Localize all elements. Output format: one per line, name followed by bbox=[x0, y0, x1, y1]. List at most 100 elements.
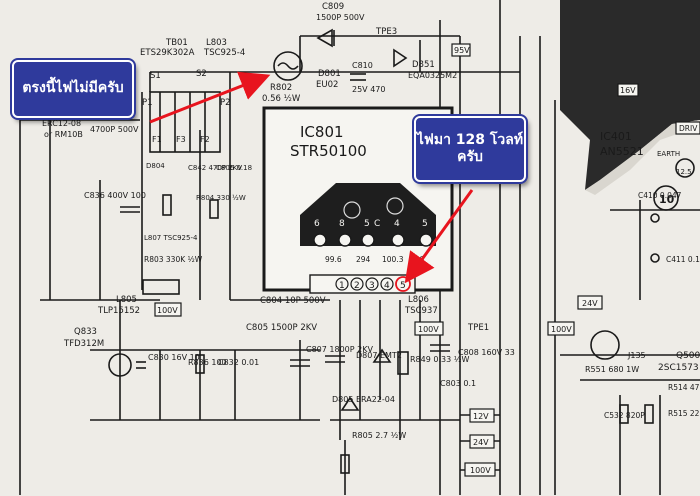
arrow-right bbox=[404, 189, 474, 284]
label-r515: R515 220 bbox=[668, 409, 700, 418]
label-l805-part: TLP15152 bbox=[97, 306, 140, 316]
label-c809: C809 bbox=[322, 2, 344, 12]
label-q500: Q500 bbox=[676, 351, 700, 361]
label-c532: C532 820P bbox=[604, 411, 645, 420]
label-c411: C411 0.1 bbox=[666, 255, 700, 264]
label-c803: C803 0.1 bbox=[440, 379, 476, 388]
voltage-pin2: 294 bbox=[356, 255, 371, 264]
voltage-boxes bbox=[154, 43, 700, 477]
label-d805: D805 ERA22-04 bbox=[332, 395, 395, 404]
ic801-ref: IC801 bbox=[300, 123, 344, 141]
voltage-pin1: 99.6 bbox=[325, 255, 342, 264]
label-f1: F1 bbox=[152, 135, 162, 144]
label-tb01: TB01 bbox=[165, 38, 188, 48]
ic801-top-pin-5b: 5 bbox=[422, 219, 428, 229]
ic801-top-pin-6: 6 bbox=[314, 219, 320, 229]
label-r803: R803 330K ½W bbox=[144, 255, 203, 264]
label-drive: DRIV bbox=[679, 124, 698, 133]
label-c832: C832 0.01 bbox=[218, 358, 259, 367]
label-r802-val: 0.56 ½W bbox=[262, 94, 301, 104]
label-d801: D801 bbox=[318, 69, 341, 79]
label-c410: C410 0.047 bbox=[638, 191, 682, 200]
ic801-top-pin-c: C bbox=[374, 219, 380, 229]
label-c807: C807 1800P 2KV bbox=[306, 345, 373, 354]
label-q500-part: 2SC1573 bbox=[658, 363, 699, 373]
voltage-pin3: 100.3 bbox=[382, 255, 404, 264]
label-c836: C836 400V 100 bbox=[84, 191, 146, 200]
arrow-left bbox=[149, 71, 271, 124]
label-r804: R804 330 ½W bbox=[196, 194, 246, 202]
label-95v: 95V bbox=[454, 46, 470, 55]
label-tpe3: TPE3 bbox=[375, 27, 397, 37]
label-tb01-part: ETS29K302A bbox=[140, 48, 195, 58]
label-24v: 24V bbox=[473, 438, 489, 447]
callout-no-power: ตรงนี้ไฟไม่มีครับ bbox=[12, 60, 134, 118]
label-ic401-part: AN5521 bbox=[600, 145, 644, 158]
label-d807: D807 EMT2 bbox=[356, 351, 402, 360]
ic801-top-pin-5: 5 bbox=[364, 219, 370, 229]
callout-no-power-text: ตรงนี้ไฟไม่มีครับ bbox=[22, 80, 124, 97]
label-q833: Q833 bbox=[74, 327, 97, 337]
label-r514: R514 470 bbox=[668, 383, 700, 392]
label-r802: R802 bbox=[270, 83, 292, 93]
label-l805: L805 bbox=[116, 295, 137, 305]
label-r551: R551 680 1W bbox=[585, 365, 639, 374]
label-l803: L803 bbox=[206, 38, 227, 48]
ic801-labels: IC801 STR50100 6 8 5 C 4 5 99.6 294 100.… bbox=[290, 123, 428, 291]
ic801-top-pin-4: 4 bbox=[394, 219, 400, 229]
label-s2: S2 bbox=[196, 69, 207, 79]
label-tpe1: TPE1 bbox=[467, 323, 489, 333]
label-q833-part: TFD312M bbox=[63, 339, 104, 349]
ic801-pin-strip bbox=[309, 274, 416, 294]
pin-5: 5 bbox=[400, 281, 406, 291]
label-100v-c: 100V bbox=[418, 325, 439, 334]
label-erc2: or RM10B bbox=[44, 130, 83, 139]
label-l807: L807 TSC925-4 bbox=[144, 234, 198, 242]
label-s1: S1 bbox=[150, 71, 161, 81]
callout-128-volts: ไฟมา 128 โวลท์ครับ bbox=[414, 116, 526, 182]
label-d801-part: EU02 bbox=[316, 80, 338, 90]
label-l803-part: TSC925-4 bbox=[203, 48, 245, 58]
label-c810: C810 bbox=[352, 61, 373, 70]
label-p1: P1 bbox=[142, 98, 153, 108]
label-c804: C804 10P 500V bbox=[260, 296, 326, 306]
label-r836: R836 100 bbox=[188, 358, 227, 367]
label-c808: C808 160V 33 bbox=[458, 348, 515, 357]
pin-3: 3 bbox=[369, 281, 375, 291]
label-c810-val: 25V 470 bbox=[352, 85, 385, 94]
label-f3: F3 bbox=[176, 135, 186, 144]
label-12-5: 12.5 bbox=[676, 168, 692, 176]
pin-4: 4 bbox=[384, 281, 390, 291]
component-symbols bbox=[108, 28, 695, 474]
label-j135: J135 bbox=[627, 351, 646, 360]
label-c805: C805 1500P 2KV bbox=[246, 323, 317, 333]
label-c-4700: 4700P 500V bbox=[90, 125, 139, 134]
ic801-top-pin-8: 8 bbox=[339, 219, 345, 229]
ic801-part: STR50100 bbox=[290, 142, 367, 160]
component-labels: TB01 ETS29K302A L803 TSC925-4 R802 0.56 … bbox=[42, 2, 700, 475]
label-l806-part: TSC937 bbox=[404, 306, 438, 316]
label-c809-val: 1500P 500V bbox=[316, 13, 365, 22]
label-12v: 12V bbox=[473, 412, 489, 421]
label-ic401: IC401 bbox=[600, 130, 632, 143]
label-f2: F2 bbox=[200, 135, 210, 144]
label-c842: C842 470P 2KV bbox=[188, 164, 242, 172]
label-erc: ERC12-08 bbox=[42, 119, 81, 128]
label-100v: 100V bbox=[157, 306, 178, 315]
label-c806: C806 0.18 bbox=[216, 164, 252, 172]
label-c830: C830 16V 10 bbox=[148, 353, 200, 362]
label-100v-b: 100V bbox=[470, 466, 491, 475]
label-r805: R805 2.7 ½W bbox=[352, 431, 406, 440]
red-arrows bbox=[149, 71, 474, 284]
label-16v: 16V bbox=[620, 86, 636, 95]
label-24v-b: 24V bbox=[582, 299, 598, 308]
callout-128-volts-text: ไฟมา 128 โวลท์ครับ bbox=[416, 131, 524, 166]
pin-2: 2 bbox=[354, 281, 360, 291]
label-d851: D851 bbox=[412, 60, 435, 70]
label-d851-part: EQA0325M2 bbox=[408, 71, 457, 80]
label-d804: D804 bbox=[146, 162, 165, 170]
label-10: 10 bbox=[659, 193, 675, 206]
label-p2: P2 bbox=[220, 98, 231, 108]
